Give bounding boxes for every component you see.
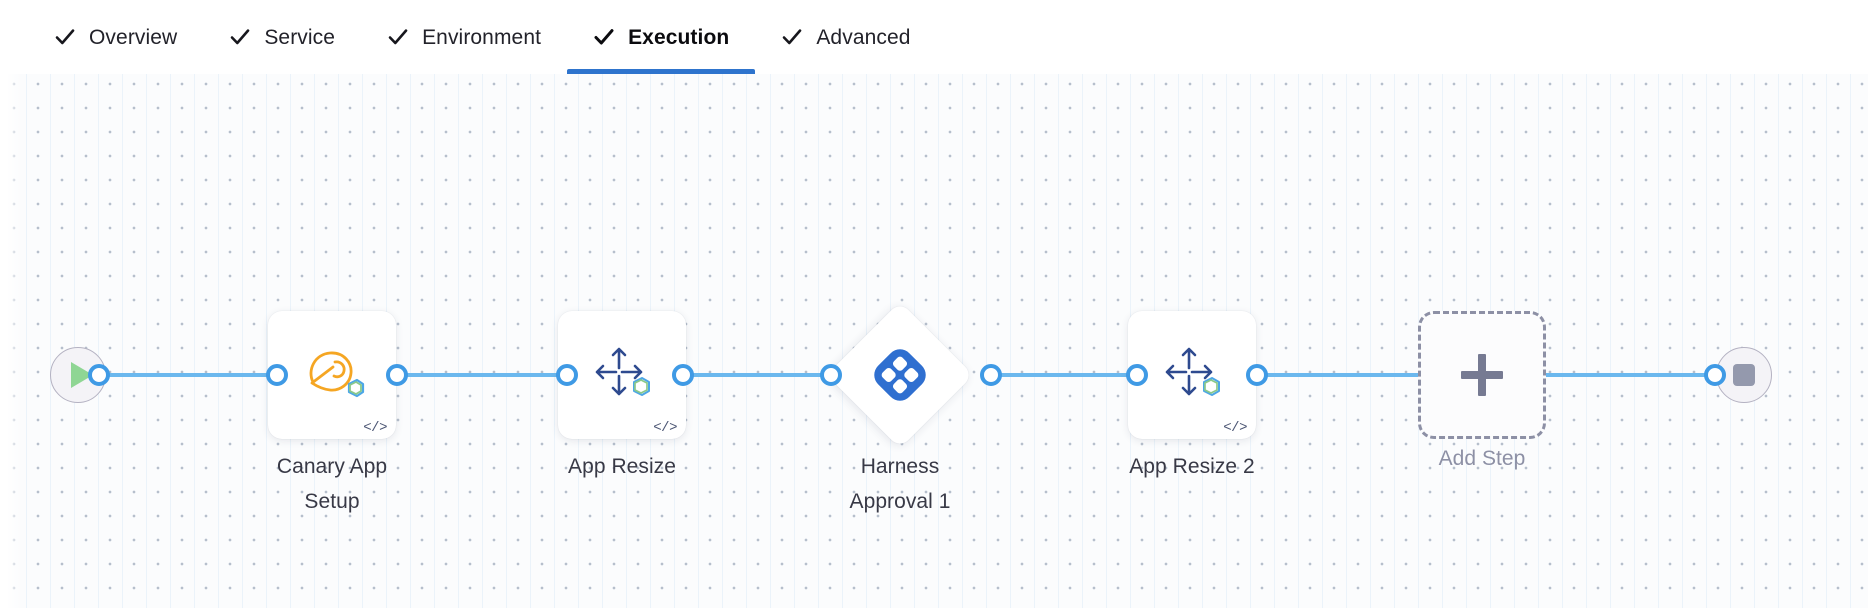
- code-badge-icon: </>: [653, 420, 677, 436]
- port-resize2-out[interactable]: [1246, 364, 1268, 386]
- stop-icon: [1733, 364, 1755, 386]
- node-label-line1: Canary App: [276, 455, 388, 478]
- execution-flow-canvas[interactable]: </> Canary App Setup: [0, 70, 1868, 608]
- port-end-in[interactable]: [1704, 364, 1726, 386]
- check-icon: [593, 26, 615, 48]
- connector-start-to-canary: [96, 373, 276, 377]
- tab-label: Service: [264, 25, 336, 49]
- node-card[interactable]: </>: [558, 311, 686, 439]
- check-icon: [387, 26, 409, 48]
- resize-arrows-icon: [591, 344, 653, 407]
- node-add-step[interactable]: [1418, 311, 1546, 439]
- tab-advanced[interactable]: Advanced: [755, 0, 936, 74]
- node-card[interactable]: </>: [1128, 311, 1256, 439]
- port-resize-out[interactable]: [672, 364, 694, 386]
- port-canary-in[interactable]: [266, 364, 288, 386]
- code-badge-icon: </>: [1223, 420, 1247, 436]
- connector-canary-to-resize: [392, 373, 582, 377]
- node-label-line2: Setup: [304, 489, 360, 513]
- tab-label: Environment: [422, 25, 542, 49]
- node-label-app-resize: App Resize: [517, 450, 727, 485]
- connector-addstep-to-end: [1540, 373, 1720, 377]
- connector-approval-to-resize2: [984, 373, 1134, 377]
- tab-environment[interactable]: Environment: [361, 0, 567, 74]
- tab-execution[interactable]: Execution: [567, 0, 756, 74]
- tab-overview[interactable]: Overview: [28, 0, 203, 74]
- check-icon: [781, 26, 803, 48]
- tab-label: Overview: [89, 25, 178, 49]
- pipeline-graph: </> Canary App Setup: [0, 70, 1868, 608]
- node-label-line1: App Resize 2: [1129, 455, 1255, 478]
- port-start-out[interactable]: [88, 364, 110, 386]
- connector-resize2-to-addstep: [1250, 373, 1430, 377]
- resize-arrows-icon: [1161, 344, 1223, 407]
- node-app-resize[interactable]: </>: [558, 311, 686, 439]
- check-icon: [54, 26, 76, 48]
- port-resize2-in[interactable]: [1126, 364, 1148, 386]
- node-card[interactable]: </>: [268, 311, 396, 439]
- canary-bird-icon: [299, 342, 365, 409]
- port-approval-in[interactable]: [820, 364, 842, 386]
- tab-service[interactable]: Service: [203, 0, 361, 74]
- node-label-canary-app-setup: Canary App Setup: [227, 450, 437, 519]
- node-app-resize-2[interactable]: </>: [1128, 311, 1256, 439]
- plus-icon: [1461, 354, 1503, 396]
- node-card-diamond[interactable]: [826, 301, 974, 449]
- play-icon: [70, 362, 93, 388]
- pipeline-stage-tabbar: Overview Service Environment Execution A: [0, 0, 1868, 74]
- node-label-add-step: Add Step: [1377, 442, 1587, 477]
- port-approval-out[interactable]: [980, 364, 1002, 386]
- check-icon: [229, 26, 251, 48]
- connector-resize-to-approval: [676, 373, 836, 377]
- node-label-line1: Harness: [860, 455, 940, 478]
- node-canary-app-setup[interactable]: </>: [268, 311, 396, 439]
- add-step-button[interactable]: [1418, 311, 1546, 439]
- code-badge-icon: </>: [363, 420, 387, 436]
- node-harness-approval-1[interactable]: [826, 301, 974, 449]
- node-label-line2: Approval 1: [849, 489, 951, 513]
- tab-label: Advanced: [816, 25, 911, 49]
- node-label-line1: Add Step: [1438, 447, 1526, 470]
- node-label-line1: App Resize: [568, 455, 676, 478]
- tab-label: Execution: [628, 25, 730, 49]
- node-label-app-resize-2: App Resize 2: [1087, 450, 1297, 485]
- port-canary-out[interactable]: [386, 364, 408, 386]
- node-label-harness-approval-1: Harness Approval 1: [795, 450, 1005, 519]
- harness-logo-icon: [872, 347, 928, 403]
- port-resize-in[interactable]: [556, 364, 578, 386]
